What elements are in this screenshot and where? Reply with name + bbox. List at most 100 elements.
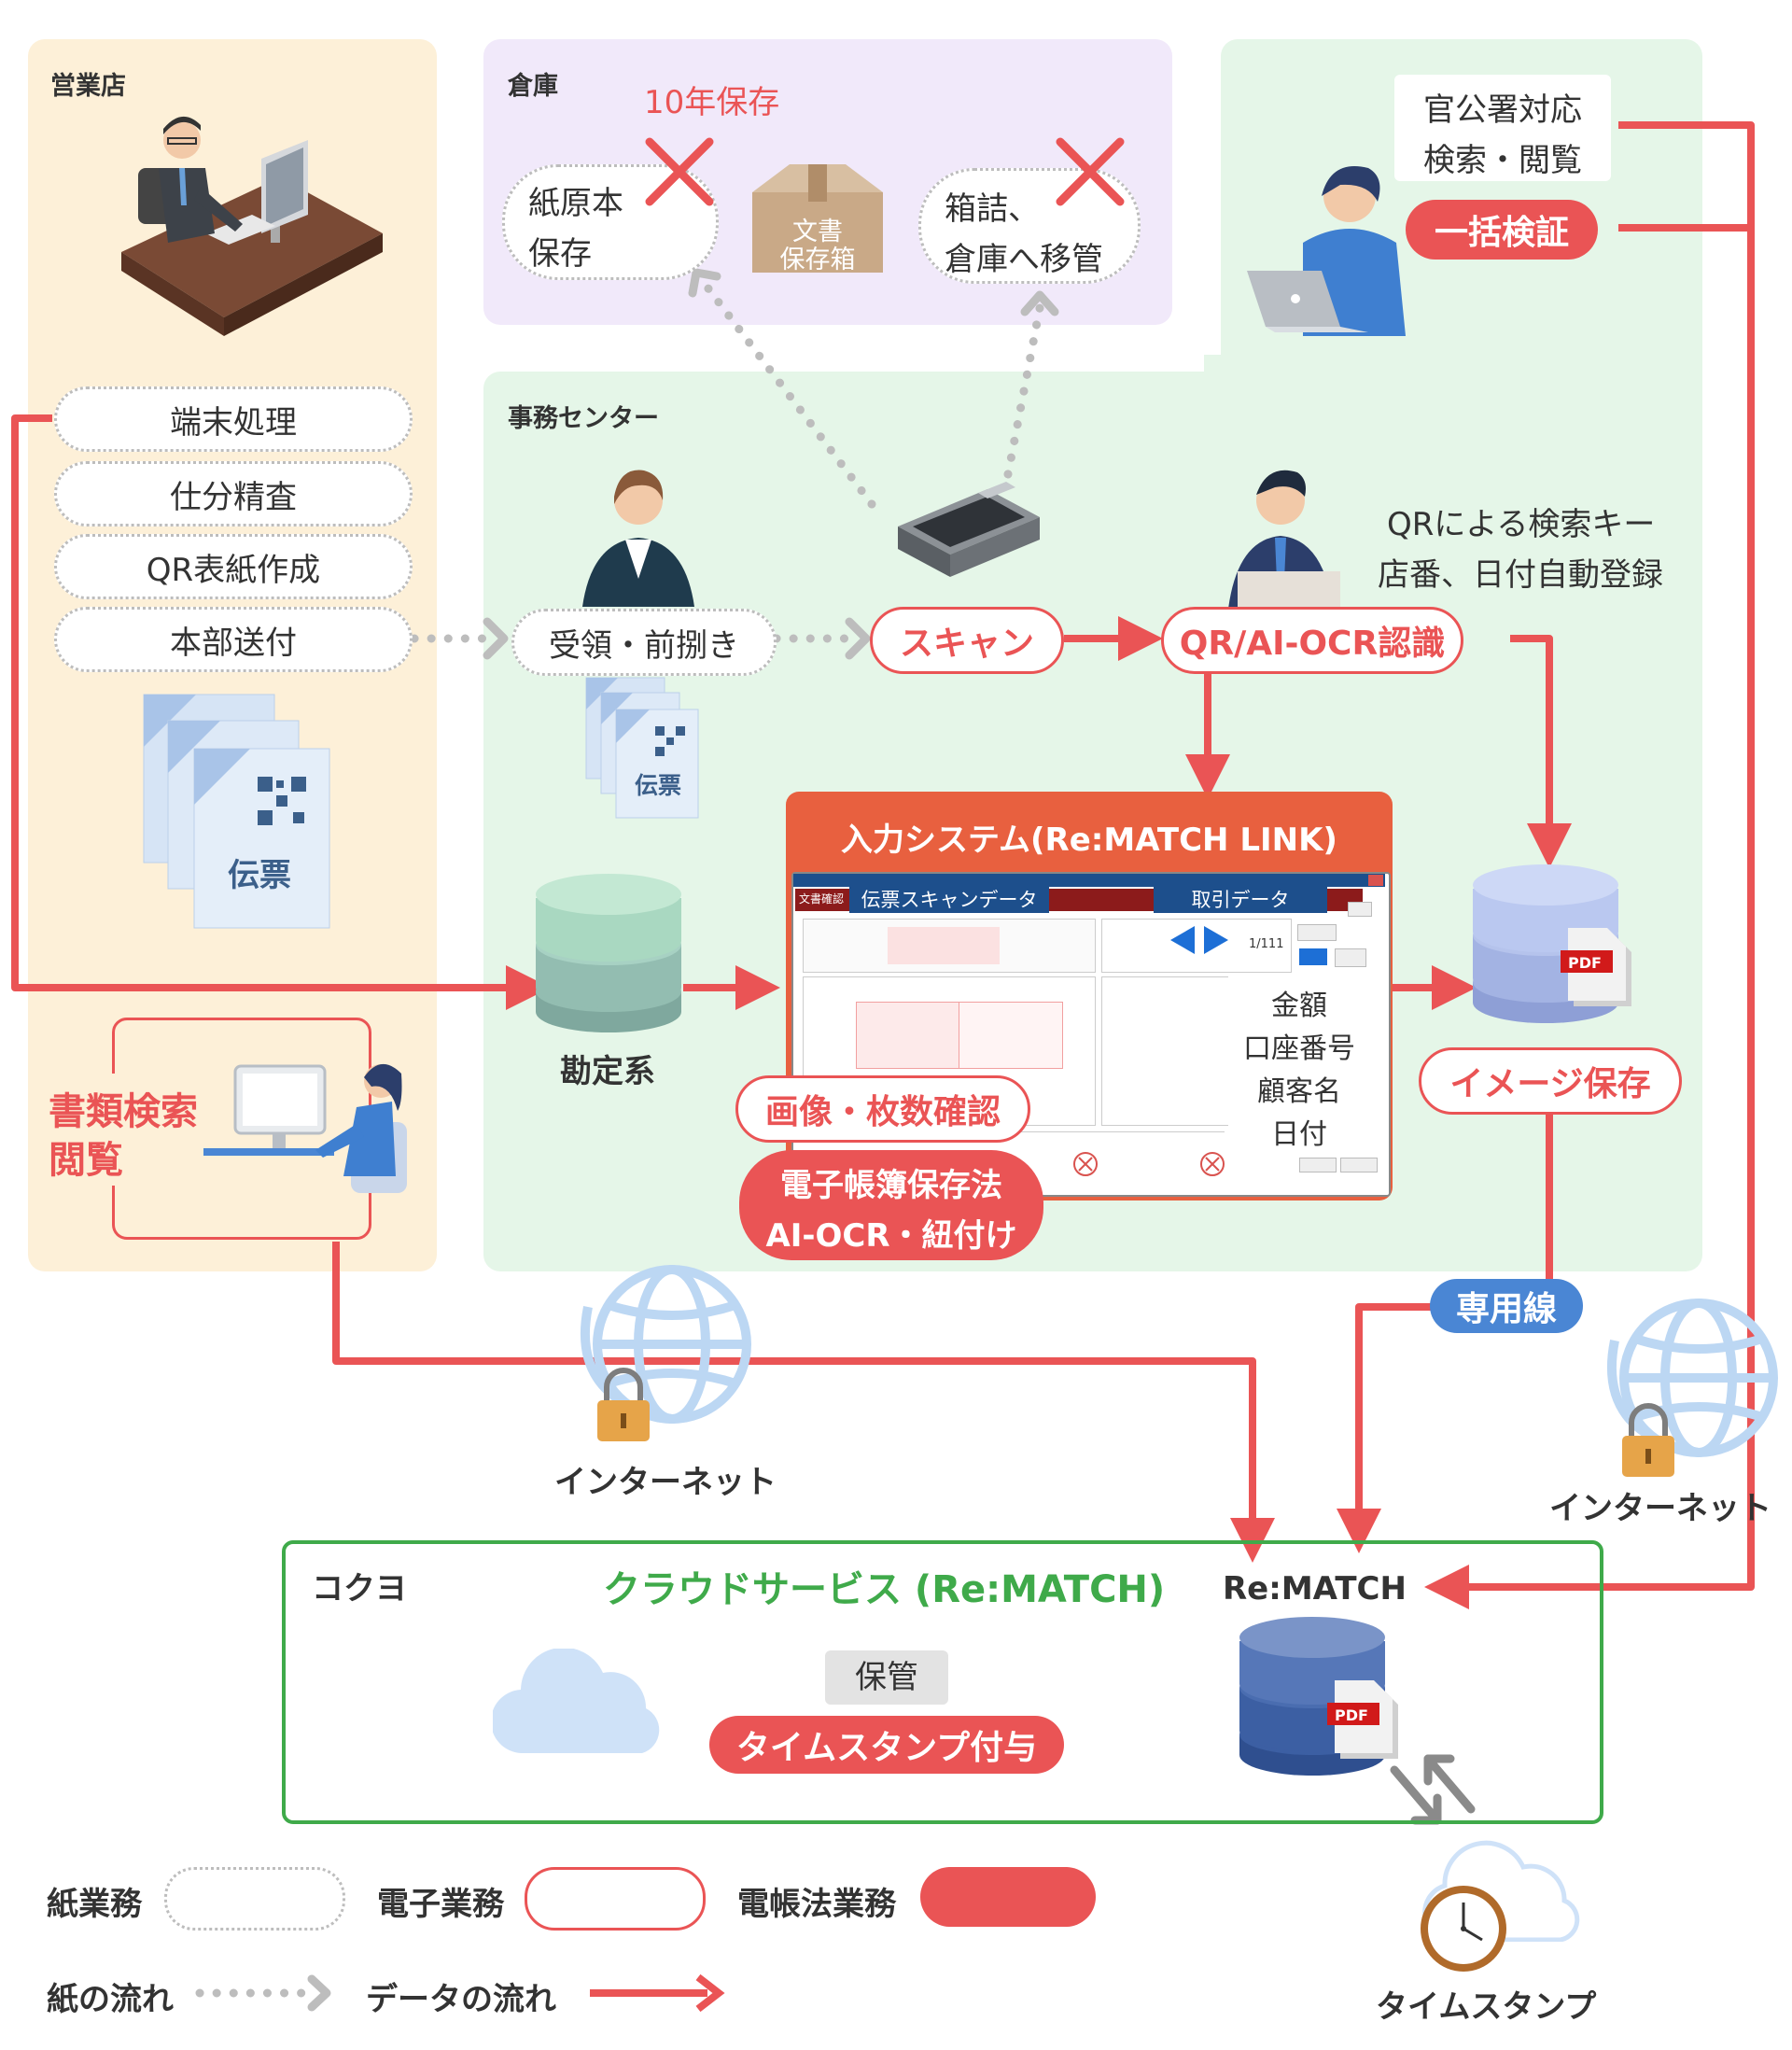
footer-button[interactable] [1299,1158,1337,1172]
confirm-button[interactable] [1299,948,1327,965]
branch-step-label: 仕分精査 [170,478,297,516]
batch-verify-badge: 一括検証 [1406,200,1598,260]
image-save-step: イメージ保存 [1419,1047,1682,1115]
branch-slip-label: 伝票 [228,857,291,894]
slip-stack-icon [143,694,330,929]
cloud-icon [493,1649,660,1753]
slip-image-form-b [959,1002,1063,1069]
pdf-label: PDF [1568,954,1602,972]
legend-data-flow-arrow [590,1973,725,2013]
padlock-icon [1622,1403,1674,1477]
reject-icon[interactable] [1198,1150,1226,1178]
legend-electronic-work-label: 電子業務 [377,1886,504,1923]
pdf-label: PDF [1335,1706,1368,1724]
box-label-1: 文書 [792,218,843,246]
field-date: 日付 [1271,1118,1327,1151]
paper-storage-label-1: 紙原本 [528,185,623,222]
tab-transaction-data[interactable]: 取引データ [1154,887,1327,913]
field-list-pane [1228,976,1378,1191]
page-counter: 1/111 [1249,937,1284,951]
dedicated-line-label: 専用線 [1455,1290,1557,1328]
globe-icon [580,1265,751,1424]
corner-tab[interactable]: 文書確認 [799,892,845,906]
cross-icon [1056,137,1125,206]
scan-step-label: スキャン [899,625,1034,663]
timestamp-label: タイムスタンプ [1376,1988,1597,2026]
branch-worker-illustration [121,116,383,336]
reject-icon[interactable] [1071,1150,1099,1178]
search-view-frame-gap [93,1074,149,1186]
window-action-button[interactable] [1348,902,1372,917]
document-box-icon [752,164,883,273]
branch-step-send: 本部送付 [54,607,413,672]
search-view-label-1: 書類検索 [49,1090,198,1133]
agency-search-label-1: 官公署対応 [1423,91,1582,129]
agency-search-box [1394,75,1611,181]
footer-button[interactable] [1340,1158,1378,1172]
data-flow-lines [11,121,1755,1609]
internet-label-right: インターネット [1549,1490,1771,1527]
window-titlebar [793,874,1385,887]
input-system-title: 入力システム(Re:MATCH LINK) [841,821,1337,859]
retention-label: 10年保存 [644,84,780,121]
keep-label: 保管 [855,1659,918,1696]
company-label: コクヨ [312,1570,407,1608]
pc-user-illustration [203,1063,407,1193]
tab-slip-scan-data[interactable]: 伝票スキャンデータ [849,887,1049,913]
timestamp-add-badge: タイムスタンプ付与 [709,1716,1064,1774]
legend-data-flow-label: データの流れ [366,1981,556,2018]
branch-step-qr-cover: QR表紙作成 [54,534,413,599]
scan-step: スキャン [870,607,1064,674]
image-check-step: 画像・枚数確認 [735,1075,1030,1143]
legend-paper-work-label: 紙業務 [47,1886,142,1923]
legend-paper-work-swatch [164,1867,345,1931]
register-button[interactable] [1335,948,1366,967]
law-step [739,1150,1043,1260]
legend-law-work-label: 電帳法業務 [737,1886,896,1923]
branch-step-sort: 仕分精査 [54,461,413,527]
navigation-pane [1101,919,1292,973]
box-label-2: 保存箱 [779,246,856,274]
branch-label: 営業店 [50,72,126,101]
paper-flow-heads [483,268,1059,660]
paper-storage-label-2: 保存 [528,235,592,273]
paper-flow-lines [410,275,1044,643]
clock-icon [1421,1886,1506,1972]
image-check-label: 画像・枚数確認 [764,1093,1001,1131]
qr-note-1: QRによる検索キー [1387,506,1656,543]
nav-arrows-icon[interactable] [1169,924,1230,956]
tab-label: 伝票スキャンデータ [861,889,1038,911]
receive-step: 受領・前捌き [511,609,777,676]
receptionist-illustration [582,470,694,607]
remark-label: Re:MATCH [1223,1570,1407,1608]
batch-verify-label: 一括検証 [1434,214,1569,252]
slip-stack-icon [585,677,699,819]
ocr-step: QR/AI-OCR認識 [1161,607,1463,674]
globe-icon [1606,1299,1778,1457]
cross-icon [645,137,714,206]
accounting-database-icon [536,874,681,1032]
cloud-service-box [282,1540,1603,1824]
agency-search-label-2: 検索・閲覧 [1423,142,1582,179]
transfer-label-1: 箱詰、 [945,190,1040,228]
scanned-slip-thumbnail [803,919,1096,973]
warehouse-label: 倉庫 [508,72,558,101]
scanner-icon [898,482,1040,577]
cloud-service-title: クラウドサービス (Re:MATCH) [603,1568,1166,1611]
ocr-step-label: QR/AI-OCR認識 [1179,625,1446,663]
tab-label: 取引データ [1191,889,1290,911]
paper-storage-bubble [502,164,719,280]
qr-note-2: 店番、日付自動登録 [1378,556,1663,594]
legend-paper-flow-arrow [195,1974,331,2012]
transaction-detail-pane [1101,976,1230,1126]
temp-save-button[interactable] [1297,924,1337,941]
accounting-label: 勘定系 [560,1053,655,1090]
window-close-button[interactable] [1368,875,1383,886]
slip-thumbnail-red-area [888,927,1000,964]
operator-illustration [1228,470,1340,609]
image-storage-database-icon [1473,864,1631,1023]
laptop-user-illustration [1247,166,1406,336]
office-region-joint [1204,355,1241,392]
search-view-label-2: 閲覧 [49,1139,123,1182]
